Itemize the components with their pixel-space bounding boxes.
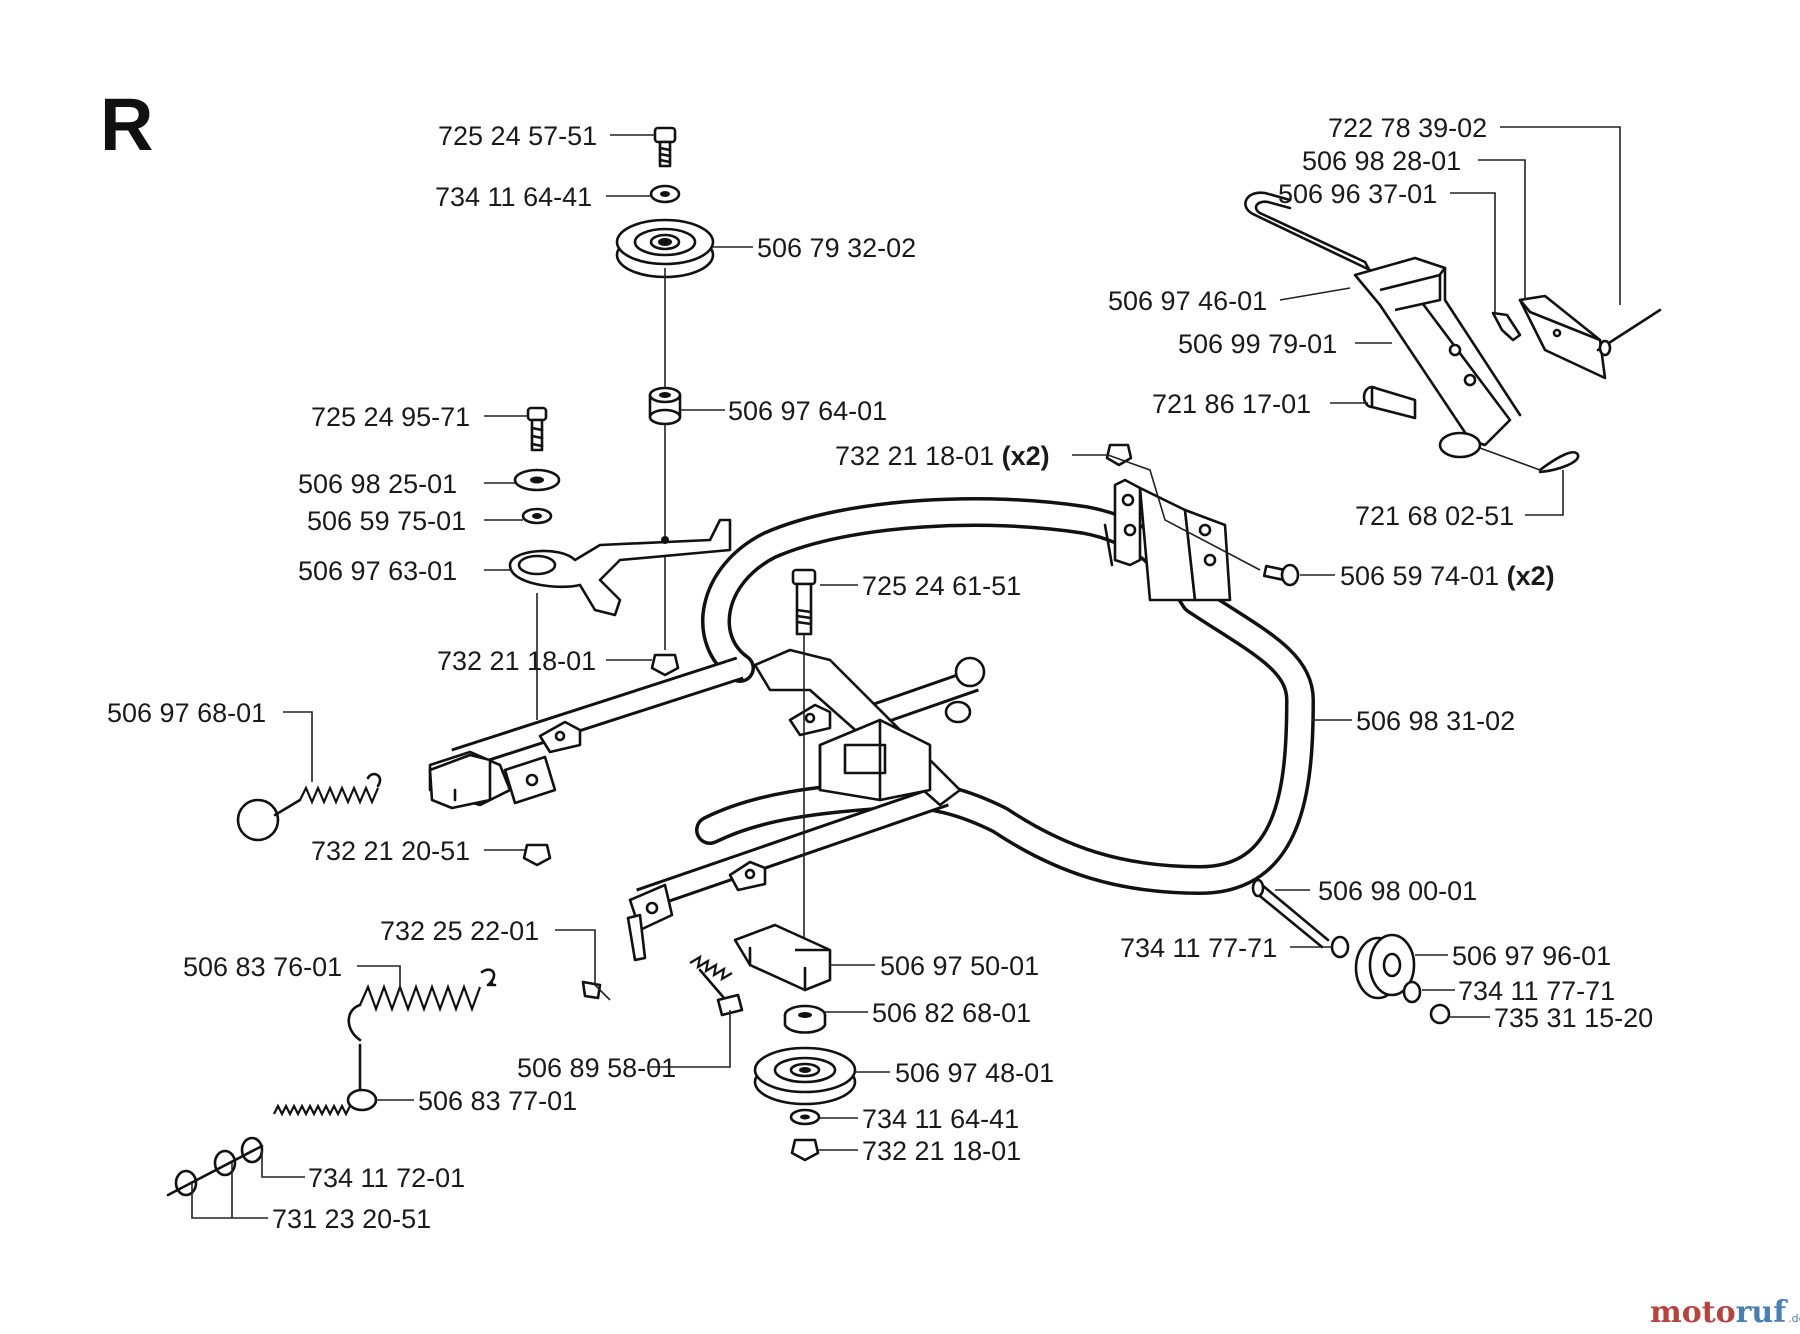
part-label: 506 59 74-01 (x2) <box>1340 561 1555 591</box>
left-bracket-stack <box>508 406 732 720</box>
spring-506-83-76-01 <box>166 968 497 1197</box>
part-label: 732 21 18-01 (x2) <box>835 441 1050 471</box>
part-label: 506 97 64-01 <box>728 396 887 426</box>
part-labels: 725 24 57-51 734 11 64-41 506 79 32-02 5… <box>107 113 1653 1234</box>
frame-assembly <box>428 478 1315 962</box>
part-label: 721 86 17-01 <box>1152 389 1311 419</box>
part-label: 734 11 64-41 <box>862 1104 1019 1134</box>
part-label: 506 98 28-01 <box>1302 146 1461 176</box>
part-label: 506 96 37-01 <box>1278 179 1437 209</box>
spring-506-97-68-01 <box>236 772 382 842</box>
part-label: 506 97 68-01 <box>107 698 266 728</box>
watermark-text: motoruf.de <box>1650 1295 1800 1330</box>
section-letter: R <box>100 83 153 166</box>
part-label: 722 78 39-02 <box>1328 113 1487 143</box>
part-label: 506 79 32-02 <box>757 233 916 263</box>
watermark-logo: motoruf.de <box>1650 1295 1800 1330</box>
part-label: 506 97 96-01 <box>1452 941 1611 971</box>
part-label: 506 82 68-01 <box>872 998 1031 1028</box>
part-label: 506 97 50-01 <box>880 951 1039 981</box>
part-label: 732 21 18-01 <box>437 646 596 676</box>
part-label: 506 59 75-01 <box>307 506 466 536</box>
part-label: 725 24 95-71 <box>311 402 470 432</box>
part-label: 506 98 00-01 <box>1318 876 1477 906</box>
leader-lines <box>191 126 1621 1219</box>
part-label: 734 11 64-41 <box>435 182 592 212</box>
part-label: 506 97 46-01 <box>1108 286 1267 316</box>
part-label: 732 21 18-01 <box>862 1136 1021 1166</box>
part-label: 721 68 02-51 <box>1355 501 1514 531</box>
part-label: 506 83 77-01 <box>418 1086 577 1116</box>
part-label: 735 31 15-20 <box>1494 1003 1653 1033</box>
left-small-hardware <box>522 843 744 1017</box>
center-lower-stack <box>733 568 857 1162</box>
part-label: 734 11 77-71 <box>1120 933 1277 963</box>
part-label: 506 98 31-02 <box>1356 706 1515 736</box>
part-label: 725 24 61-51 <box>862 571 1021 601</box>
part-label: 734 11 77-71 <box>1458 976 1615 1006</box>
part-label: 506 98 25-01 <box>298 469 457 499</box>
idler-assembly <box>1251 878 1451 1025</box>
part-label: 506 97 48-01 <box>895 1058 1054 1088</box>
part-label: 732 25 22-01 <box>380 916 539 946</box>
upper-pulley-stack <box>615 126 715 677</box>
part-label: 732 21 20-51 <box>311 836 470 866</box>
part-label: 506 83 76-01 <box>183 952 342 982</box>
part-label: 725 24 57-51 <box>438 121 597 151</box>
part-label: 734 11 72-01 <box>308 1163 465 1193</box>
part-label: 506 99 79-01 <box>1178 329 1337 359</box>
pedal-assembly <box>1244 191 1662 474</box>
part-label: 506 97 63-01 <box>298 556 457 586</box>
part-label: 731 23 20-51 <box>272 1204 431 1234</box>
part-label: 506 89 58-01 <box>517 1053 676 1083</box>
